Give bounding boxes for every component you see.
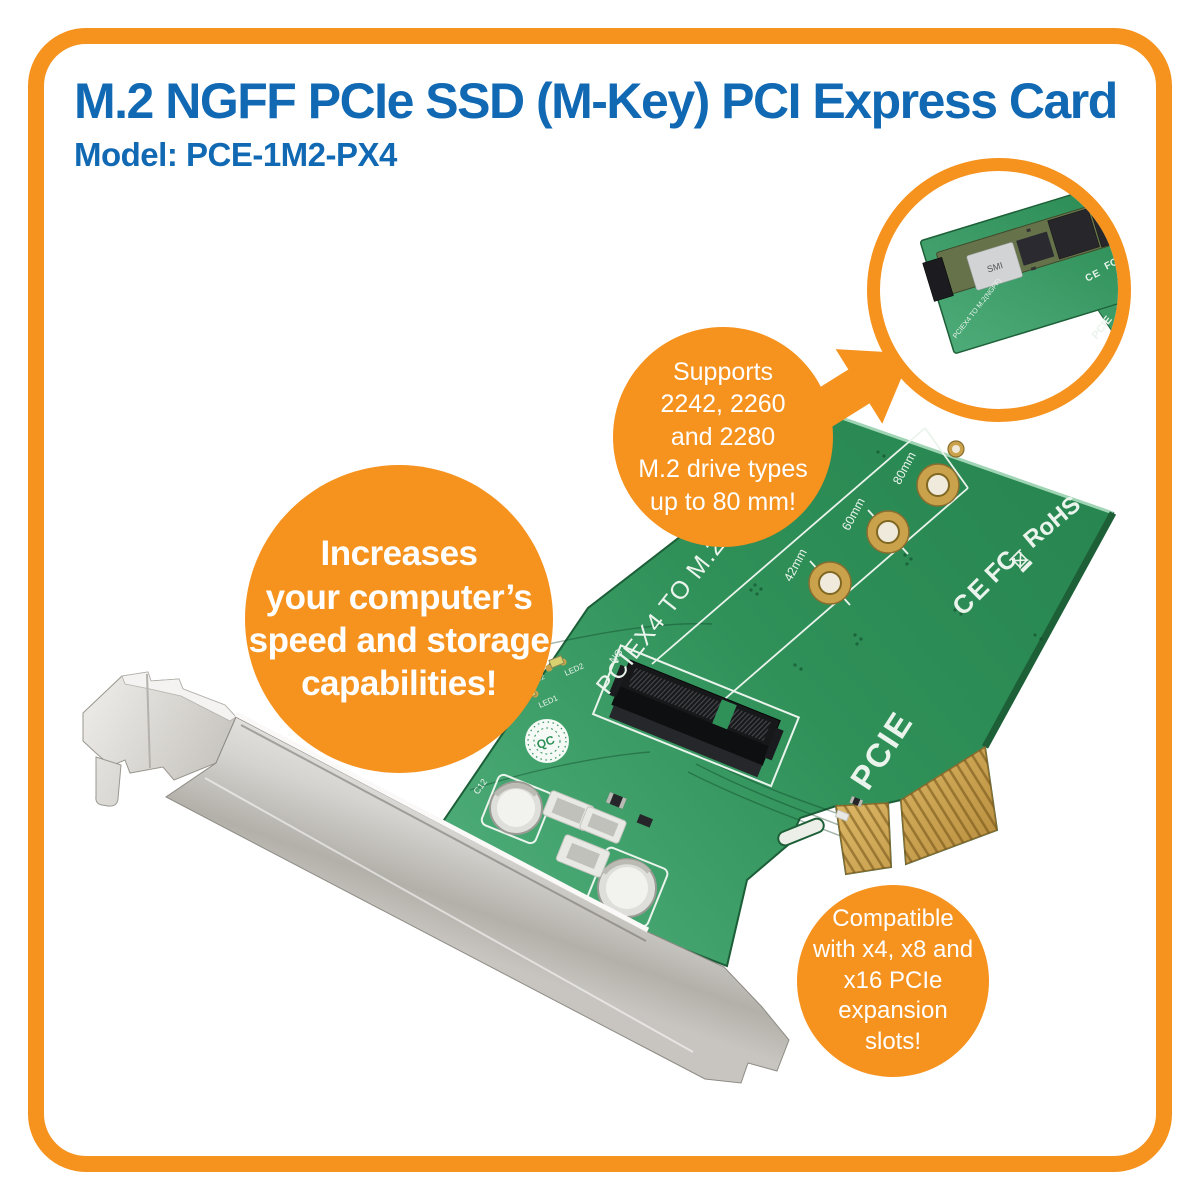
callout-line: speed and storage: [248, 621, 550, 660]
weee-bin-icon: [1008, 548, 1033, 573]
pcb-top-edge-highlight: [835, 414, 1114, 515]
inset-fcc-mark: FC: [1103, 257, 1118, 273]
callout-line: slots!: [864, 1028, 921, 1056]
callout-line: expansion: [838, 997, 948, 1025]
standoff-hole-42: [808, 561, 852, 605]
qc-stamp-text: QC: [535, 732, 557, 751]
bracket-ridge-shadow: [240, 724, 647, 942]
inset-detail-circle: SMI PCIEX4 TO M.2(NGFF) CE FC RoHS PCIE: [867, 158, 1131, 422]
callout-compatible: Compatible with x4, x8 and x16 PCIe expa…: [797, 885, 989, 1077]
bracket-foot: [95, 756, 122, 807]
page-title: M.2 NGFF PCIe SSD (M-Key) PCI Express Ca…: [74, 73, 1118, 129]
callout-increases: Increases your computer’s speed and stor…: [245, 465, 553, 773]
bracket-crease: [204, 777, 694, 1053]
bracket-ridge-highlight: [234, 711, 650, 933]
capacitor-c12: [480, 773, 554, 845]
bracket-tab-fold: [121, 671, 237, 722]
callout-line: 2242, 2260: [660, 390, 786, 419]
inset-smi-label: SMI: [986, 260, 1004, 274]
callout-line: with x4, x8 and: [812, 935, 974, 963]
callout-line: Supports: [672, 357, 774, 386]
corner-screw-hole-center: [952, 445, 960, 453]
pcie-gold-fingers: [835, 745, 998, 875]
model-number: Model: PCE-1M2-PX4: [74, 136, 397, 173]
callout-line: your computer’s: [265, 577, 533, 617]
pcb-right-edge-shade: [981, 511, 1117, 749]
qc-stamp: QC: [525, 719, 569, 763]
mounting-slot: [777, 817, 825, 847]
inset-m2-socket: [922, 257, 954, 302]
via-dots: [749, 450, 1043, 671]
callout-line: x16 PCIe: [843, 966, 943, 994]
standoff-hole-60: [866, 510, 910, 554]
standoff-hole-80: [916, 463, 960, 507]
callout-line: capabilities!: [301, 664, 497, 704]
led2-component: [545, 655, 567, 672]
pci-bracket: [82, 671, 790, 1084]
inset-controller-sticker: [966, 242, 1023, 291]
inset-photo: SMI PCIEX4 TO M.2(NGFF) CE FC RoHS PCIE: [919, 171, 1118, 354]
callout-line: Increases: [320, 534, 478, 574]
bracket-tab-crease: [146, 673, 151, 769]
m-key-notch: [712, 699, 737, 730]
inductor-pads: [542, 790, 864, 878]
callout-line: M.2 drive types: [638, 455, 808, 484]
callout-line: and 2280: [670, 422, 776, 451]
m2-socket: [591, 644, 801, 788]
callout-line: Compatible: [832, 905, 954, 933]
inset-card: SMI PCIEX4 TO M.2(NGFF) CE FC RoHS PCIE: [919, 171, 1118, 354]
callout-line: up to 80 mm!: [650, 487, 796, 516]
callout-supports: Supports 2242, 2260 and 2280 M.2 drive t…: [613, 327, 833, 547]
inset-pcb-tab: [1097, 284, 1118, 341]
bracket-bar: [165, 716, 790, 1084]
